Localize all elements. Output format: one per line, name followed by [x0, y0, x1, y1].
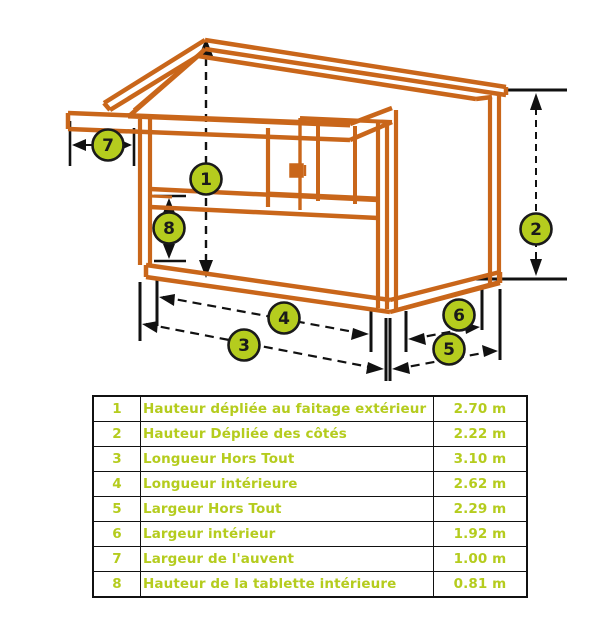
legend-index: 4 [92, 471, 141, 497]
legend-label: Largeur intérieur [140, 521, 434, 547]
shelf-sill-left [149, 194, 173, 199]
callout-5-label: 5 [443, 340, 455, 360]
table-row: 1 Hauteur dépliée au faitage extérieur 2… [92, 395, 528, 422]
roof-front-tip-cap [102, 101, 112, 112]
shelf-rail-upper [149, 186, 379, 203]
callout-7[interactable]: 7 [91, 128, 125, 162]
legend-value: 2.70 m [433, 395, 528, 422]
callout-2-circle [519, 212, 553, 246]
legend-index: 6 [92, 521, 141, 547]
table-row: 4 Longueur intérieure 2.62 m [92, 471, 528, 497]
arrow-2-top [530, 93, 542, 110]
legend-table-container: 1 Hauteur dépliée au faitage extérieur 2… [92, 395, 528, 598]
table-row: 5 Largeur Hors Tout 2.29 m [92, 496, 528, 522]
arrow-4-left [159, 294, 175, 306]
callout-8-circle [152, 211, 186, 245]
callout-5-circle [432, 332, 466, 366]
callout-3-circle [227, 328, 261, 362]
arrow-1-bottom [199, 260, 213, 278]
table-row: 2 Hauteur Dépliée des côtés 2.22 m [92, 421, 528, 447]
roof-ridge-rear [204, 37, 507, 90]
legend-index: 8 [92, 571, 141, 598]
legend-label: Hauteur Dépliée des côtés [140, 421, 434, 447]
roof-rear-front-edge [197, 53, 477, 102]
fascia-beam-inner-upper [299, 116, 393, 124]
fascia-beam-inner [127, 115, 351, 128]
callout-7-circle [91, 128, 125, 162]
arrow-5-right [482, 345, 498, 357]
floor-right-sill-top [389, 269, 501, 303]
legend-table-body: 1 Hauteur dépliée au faitage extérieur 2… [92, 395, 528, 598]
callout-4[interactable]: 4 [267, 301, 301, 335]
arrow-7-left [72, 139, 86, 151]
wall-top-plate-rear [349, 105, 393, 127]
arrow-6-left [408, 333, 426, 345]
shed-dimension-diagram: 1 2 3 4 5 6 [65, 37, 567, 381]
legend-value: 3.10 m [433, 446, 528, 472]
shelf-rail-upper-back [267, 191, 379, 200]
legend-index: 7 [92, 546, 141, 572]
callout-4-circle [267, 301, 301, 335]
callout-7-label: 7 [102, 136, 114, 156]
legend-label: Hauteur de la tablette intérieure [140, 571, 434, 598]
door-latch-block [289, 163, 304, 178]
legend-index: 2 [92, 421, 141, 447]
callout-8[interactable]: 8 [152, 211, 186, 245]
legend-value: 2.22 m [433, 421, 528, 447]
callout-3-label: 3 [238, 336, 250, 356]
roof-front-lower [108, 54, 200, 112]
legend-label: Largeur Hors Tout [140, 496, 434, 522]
table-row: 6 Largeur intérieur 1.92 m [92, 521, 528, 547]
legend-value: 2.29 m [433, 496, 528, 522]
legend-label: Hauteur dépliée au faitage extérieur [140, 395, 434, 422]
callout-4-label: 4 [278, 309, 290, 329]
table-row: 7 Largeur de l'auvent 1.00 m [92, 546, 528, 572]
shed-structure-group [65, 37, 509, 315]
table-row: 3 Longueur Hors Tout 3.10 m [92, 446, 528, 472]
arrow-2-bottom [530, 259, 542, 276]
dim-line-4 [162, 295, 366, 336]
arrow-8-bottom [163, 244, 175, 259]
legend-label: Longueur Hors Tout [140, 446, 434, 472]
table-row: 8 Hauteur de la tablette intérieure 0.81… [92, 571, 528, 598]
roof-front-inner2 [132, 47, 207, 112]
arrow-5-left [392, 362, 410, 374]
roof-front-upper [102, 38, 207, 105]
callout-2-label: 2 [530, 220, 542, 240]
fascia-beam-top [67, 110, 351, 127]
legend-value: 1.92 m [433, 521, 528, 547]
dimension-legend-table: 1 Hauteur dépliée au faitage extérieur 2… [92, 395, 528, 598]
legend-label: Largeur de l'auvent [140, 546, 434, 572]
legend-index: 1 [92, 395, 141, 422]
dim-line-3 [145, 322, 381, 371]
shelf-rail-lower [149, 204, 379, 221]
legend-index: 5 [92, 496, 141, 522]
callout-6[interactable]: 6 [442, 298, 476, 332]
callout-6-label: 6 [453, 306, 465, 326]
legend-index: 3 [92, 446, 141, 472]
arrow-3-left [142, 321, 158, 333]
callout-1[interactable]: 1 [189, 162, 223, 196]
floor-front-sill-top [145, 262, 391, 303]
legend-label: Longueur intérieure [140, 471, 434, 497]
callout-1-circle [189, 162, 223, 196]
callout-6-circle [442, 298, 476, 332]
callout-bubbles-group: 1 2 3 4 5 6 [91, 128, 553, 366]
legend-value: 2.62 m [433, 471, 528, 497]
arrow-3-right [366, 362, 384, 374]
callout-5[interactable]: 5 [432, 332, 466, 366]
legend-value: 0.81 m [433, 571, 528, 598]
arrow-4-right [351, 328, 369, 340]
callout-3[interactable]: 3 [227, 328, 261, 362]
callout-2[interactable]: 2 [519, 212, 553, 246]
floor-front-sill-bottom [145, 274, 391, 315]
legend-value: 1.00 m [433, 546, 528, 572]
callout-8-label: 8 [163, 219, 175, 239]
callout-1-label: 1 [200, 170, 212, 190]
wall-right-bottom-edge [395, 280, 500, 312]
dimension-lines-group [68, 44, 567, 381]
roof-rear-lower [204, 46, 507, 98]
